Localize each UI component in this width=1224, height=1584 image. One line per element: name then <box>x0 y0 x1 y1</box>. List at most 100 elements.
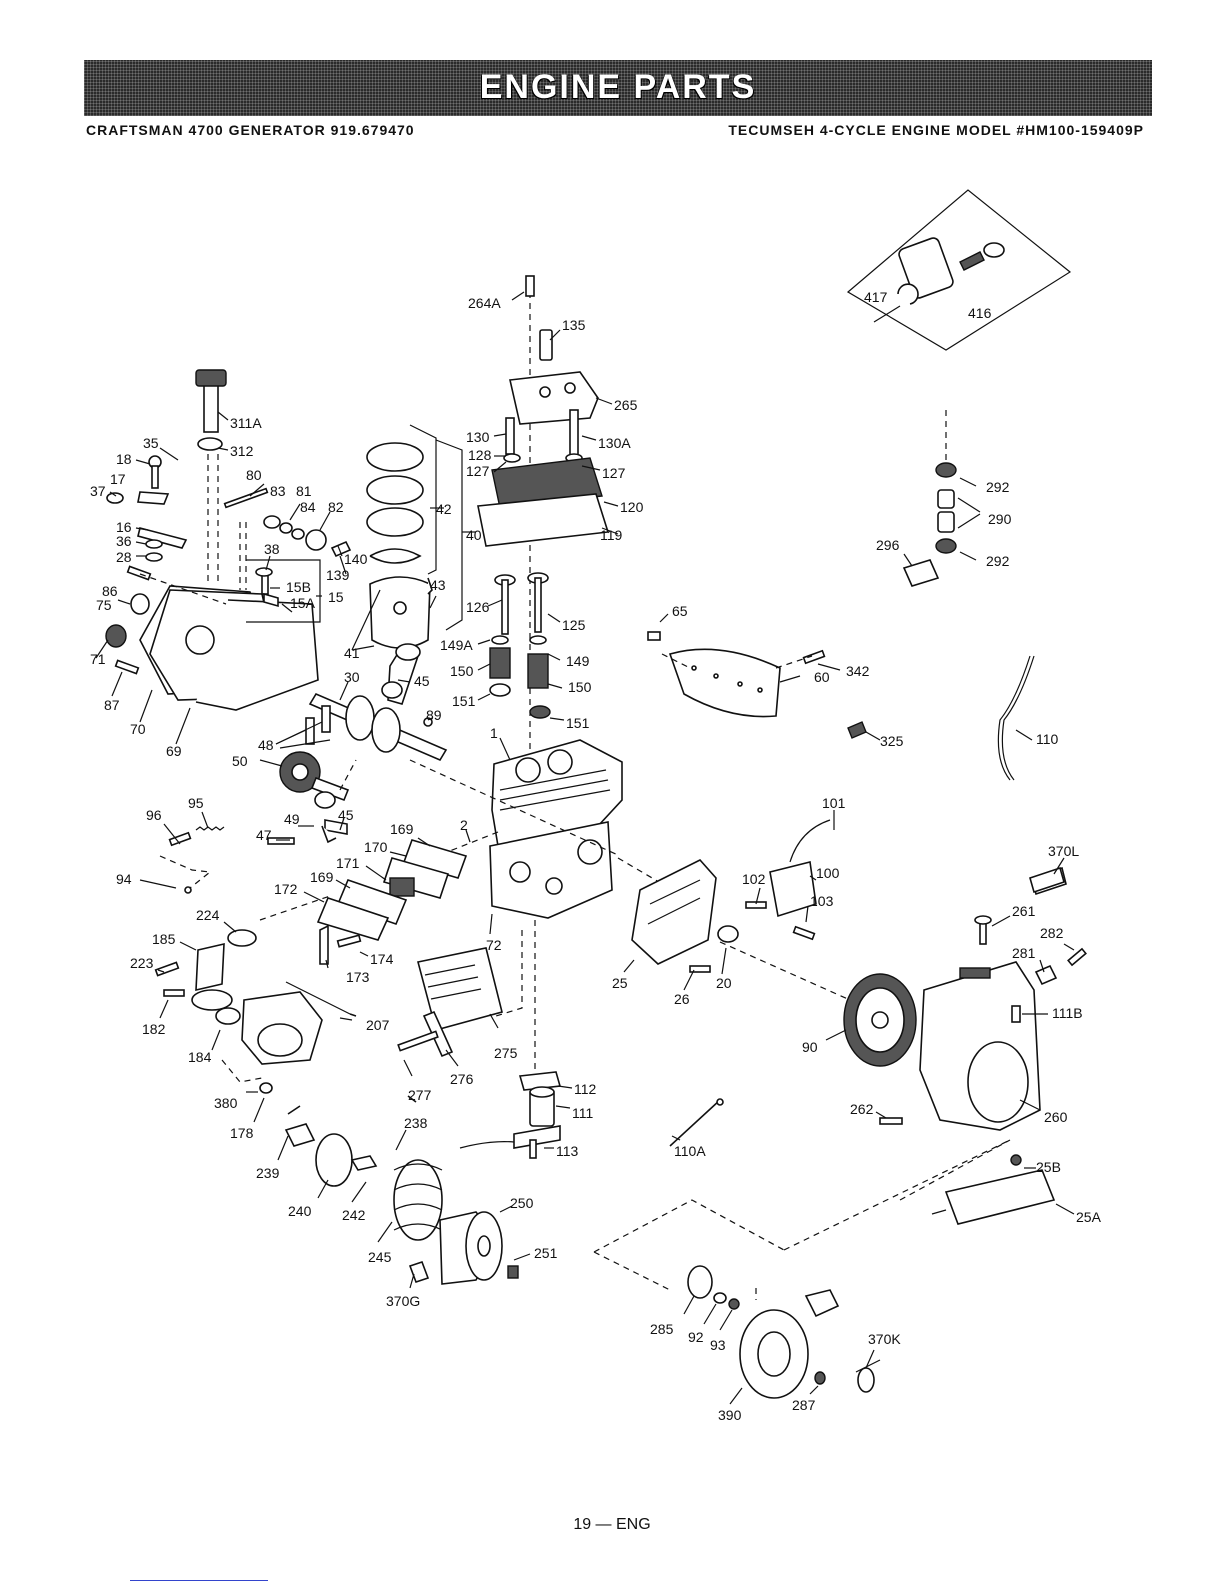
callout-26: 26 <box>674 991 690 1007</box>
callout-43: 43 <box>430 577 446 593</box>
callout-87: 87 <box>104 697 120 713</box>
callout-93: 93 <box>710 1337 726 1353</box>
callout-48: 48 <box>258 737 274 753</box>
callout-130: 130 <box>466 429 490 445</box>
fuel-line-group <box>669 410 1035 1147</box>
callout-15B: 15B <box>286 579 311 595</box>
callout-169-top: 169 <box>390 821 414 837</box>
cylinder-head-group <box>477 275 610 760</box>
callout-140: 140 <box>344 551 368 567</box>
callout-103: 103 <box>810 893 834 909</box>
callout-277: 277 <box>408 1087 432 1103</box>
callout-40: 40 <box>466 527 482 543</box>
tray-group <box>899 1139 1056 1225</box>
callout-49: 49 <box>284 811 300 827</box>
callout-127-left: 127 <box>466 463 490 479</box>
callout-60: 60 <box>814 669 830 685</box>
callout-101: 101 <box>822 795 846 811</box>
intake-group <box>259 839 468 965</box>
callout-84: 84 <box>300 499 316 515</box>
page-title: ENGINE PARTS <box>479 68 757 106</box>
callout-171: 171 <box>336 855 360 871</box>
callout-126: 126 <box>466 599 490 615</box>
callout-119: 119 <box>600 527 623 543</box>
callout-130A: 130A <box>598 435 631 451</box>
callout-240: 240 <box>288 1203 312 1219</box>
callout-2: 2 <box>460 817 468 833</box>
callout-102: 102 <box>742 871 766 887</box>
footer-rule <box>130 1580 268 1581</box>
callout-45-bottom: 45 <box>338 807 354 823</box>
callout-112: 112 <box>574 1081 597 1097</box>
callout-261: 261 <box>1012 903 1036 919</box>
callout-82: 82 <box>328 499 344 515</box>
callout-30: 30 <box>344 669 360 685</box>
callout-36: 36 <box>116 533 132 549</box>
callout-276: 276 <box>450 1071 474 1087</box>
crankcase-cover-group <box>105 369 321 711</box>
callout-80: 80 <box>246 467 262 483</box>
callout-370L: 370L <box>1048 843 1079 859</box>
callout-81: 81 <box>296 483 312 499</box>
camshaft-group <box>279 751 357 844</box>
recoil-starter-group <box>593 1139 1011 1399</box>
callout-275: 275 <box>494 1045 518 1061</box>
callout-265: 265 <box>614 397 638 413</box>
page-number: 19 — ENG <box>573 1516 651 1533</box>
governor-linkage-group <box>106 455 352 608</box>
callout-325: 325 <box>880 733 904 749</box>
callout-390: 390 <box>718 1407 742 1423</box>
callout-370K: 370K <box>868 1331 901 1347</box>
callout-292-bottom: 292 <box>986 553 1010 569</box>
callout-69: 69 <box>166 743 182 759</box>
callout-238: 238 <box>404 1115 428 1131</box>
callout-95: 95 <box>188 795 204 811</box>
callout-20: 20 <box>716 975 732 991</box>
callout-90: 90 <box>802 1039 818 1055</box>
callout-120: 120 <box>620 499 644 515</box>
muffler-group <box>397 930 523 1058</box>
callout-150-right: 150 <box>568 679 592 695</box>
callout-151-right: 151 <box>566 715 590 731</box>
callout-86: 86 <box>102 583 118 599</box>
callout-260: 260 <box>1044 1109 1068 1125</box>
callout-17: 17 <box>110 471 126 487</box>
callout-35: 35 <box>143 435 159 451</box>
callout-281: 281 <box>1012 945 1036 961</box>
callout-178: 178 <box>230 1125 254 1141</box>
callout-113: 113 <box>556 1143 579 1159</box>
piston-group <box>366 424 463 649</box>
callout-370G: 370G <box>386 1293 420 1309</box>
callout-296: 296 <box>876 537 900 553</box>
callout-174: 174 <box>370 951 394 967</box>
callout-285: 285 <box>650 1321 674 1337</box>
callout-380: 380 <box>214 1095 238 1111</box>
callout-25A: 25A <box>1076 1209 1102 1225</box>
callout-15A: 15A <box>290 595 316 611</box>
callout-292-top: 292 <box>986 479 1010 495</box>
callout-169-bottom: 169 <box>310 869 334 885</box>
callout-185: 185 <box>152 931 176 947</box>
callout-72: 72 <box>486 937 502 953</box>
callout-15: 15 <box>328 589 344 605</box>
callout-1: 1 <box>490 725 498 741</box>
callout-207: 207 <box>366 1017 390 1033</box>
callout-127-right: 127 <box>602 465 626 481</box>
callout-312: 312 <box>230 443 254 459</box>
callout-149A: 149A <box>440 637 473 653</box>
callout-70: 70 <box>130 721 146 737</box>
callout-111: 111 <box>572 1105 593 1121</box>
callout-111B: 111B <box>1052 1005 1083 1021</box>
leader-lines <box>95 291 1075 1405</box>
callout-170: 170 <box>364 839 388 855</box>
callout-labels: 264A 135 265 130 130A 128 127 127 120 11… <box>90 289 1102 1423</box>
air-cleaner-group <box>284 1123 519 1285</box>
carburetor-group <box>154 929 351 1094</box>
callout-18: 18 <box>116 451 132 467</box>
valve-group <box>489 572 551 719</box>
callout-45-top: 45 <box>414 673 430 689</box>
callout-173: 173 <box>346 969 370 985</box>
callout-242: 242 <box>342 1207 366 1223</box>
callout-65: 65 <box>672 603 688 619</box>
